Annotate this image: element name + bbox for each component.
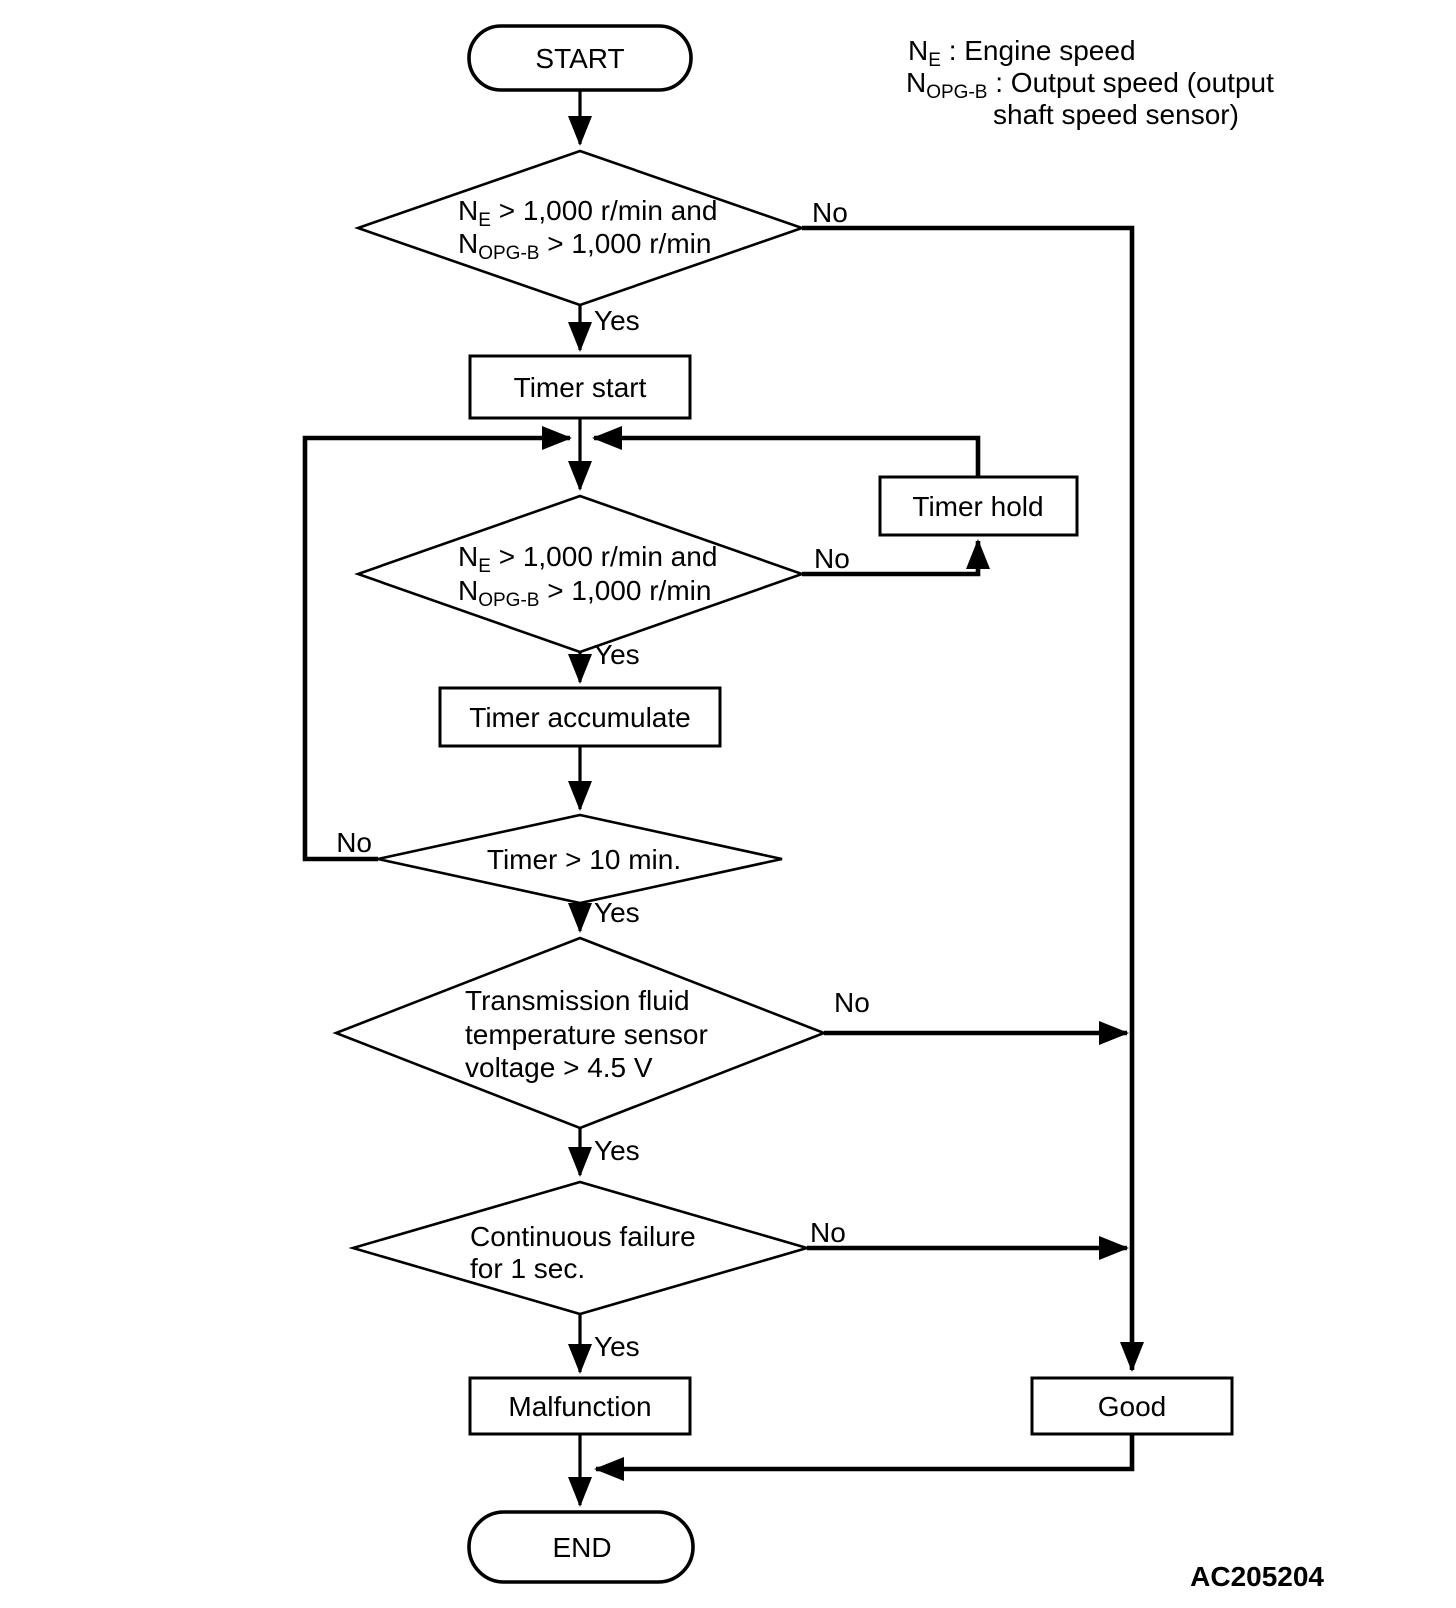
symbol-subscript: OPG-B xyxy=(478,590,539,611)
legend-engine-speed: NE : Engine speed xyxy=(908,35,1136,71)
decision2-line1: NE > 1,000 r/min and xyxy=(458,541,717,577)
figure-id: AC205204 xyxy=(1190,1561,1324,1592)
decision3-diamond xyxy=(377,813,783,905)
symbol-subscript: E xyxy=(478,210,491,231)
decision5-diamond xyxy=(348,1180,812,1316)
condition-text: > 1,000 r/min xyxy=(539,575,711,606)
end-node xyxy=(467,1510,695,1584)
decision4-yes-label: Yes xyxy=(594,1135,640,1166)
symbol-base: N xyxy=(458,575,478,606)
decision3-yes-label: Yes xyxy=(594,897,640,928)
timer-accumulate-label: Timer accumulate xyxy=(469,702,690,733)
start-label: START xyxy=(535,43,624,74)
timer-accumulate-box xyxy=(438,686,722,748)
timer-start-label: Timer start xyxy=(514,372,647,403)
legend-text: : Output speed (output xyxy=(987,67,1274,98)
decision4-line1: Transmission fluid xyxy=(465,985,690,1016)
condition-text: > 1,000 r/min and xyxy=(491,541,717,572)
edge-decision2-no-to-timer-hold xyxy=(802,539,990,577)
decision5-yes-label: Yes xyxy=(594,1331,640,1362)
decision4-line2: temperature sensor xyxy=(465,1019,708,1050)
decision5-line2: for 1 sec. xyxy=(470,1253,585,1284)
decision1-no-label: No xyxy=(812,197,848,228)
symbol-subscript: OPG-B xyxy=(926,82,987,103)
decision4-no-label: No xyxy=(834,987,870,1018)
decision1-line1: NE > 1,000 r/min and xyxy=(458,195,717,231)
edge-decision3-no-loop-to-junction xyxy=(302,426,572,862)
decision5-no-label: No xyxy=(810,1217,846,1248)
decision2-no-label: No xyxy=(814,543,850,574)
legend-text: : Engine speed xyxy=(941,35,1136,66)
decision3-label: Timer > 10 min. xyxy=(487,844,681,875)
malfunction-label: Malfunction xyxy=(508,1391,651,1422)
symbol-base: N xyxy=(908,35,928,66)
symbol-subscript: E xyxy=(928,50,941,71)
timer-hold-box xyxy=(878,475,1079,537)
malfunction-box xyxy=(468,1376,692,1436)
condition-text: > 1,000 r/min xyxy=(539,228,711,259)
decision1-yes-label: Yes xyxy=(594,305,640,336)
decision2-line2: NOPG-B > 1,000 r/min xyxy=(458,575,711,611)
decision1-diamond xyxy=(354,149,806,307)
good-label: Good xyxy=(1098,1391,1167,1422)
decision5-line1: Continuous failure xyxy=(470,1221,696,1252)
edge-timer-hold-return-to-junction xyxy=(592,426,981,477)
symbol-base: N xyxy=(906,67,926,98)
symbol-subscript: OPG-B xyxy=(478,243,539,264)
end-label: END xyxy=(552,1532,611,1563)
decision1-line2: NOPG-B > 1,000 r/min xyxy=(458,228,711,264)
good-box xyxy=(1030,1376,1234,1436)
symbol-base: N xyxy=(458,195,478,226)
decision4-line3: voltage > 4.5 V xyxy=(465,1052,653,1083)
edge-good-merge xyxy=(594,1434,1135,1481)
timer-start-box xyxy=(468,354,692,420)
decision3-no-label: No xyxy=(336,827,372,858)
decision2-diamond xyxy=(354,494,806,654)
symbol-base: N xyxy=(458,541,478,572)
legend-output-speed-cont: shaft speed sensor) xyxy=(993,99,1239,130)
decision4-diamond xyxy=(332,936,828,1130)
condition-text: > 1,000 r/min and xyxy=(491,195,717,226)
legend-output-speed: NOPG-B : Output speed (output xyxy=(906,67,1274,103)
symbol-subscript: E xyxy=(478,556,491,577)
symbol-base: N xyxy=(458,228,478,259)
timer-hold-label: Timer hold xyxy=(912,491,1043,522)
edge-decision1-no-to-good xyxy=(802,225,1144,1372)
start-node xyxy=(467,24,693,92)
decision2-yes-label: Yes xyxy=(594,639,640,670)
